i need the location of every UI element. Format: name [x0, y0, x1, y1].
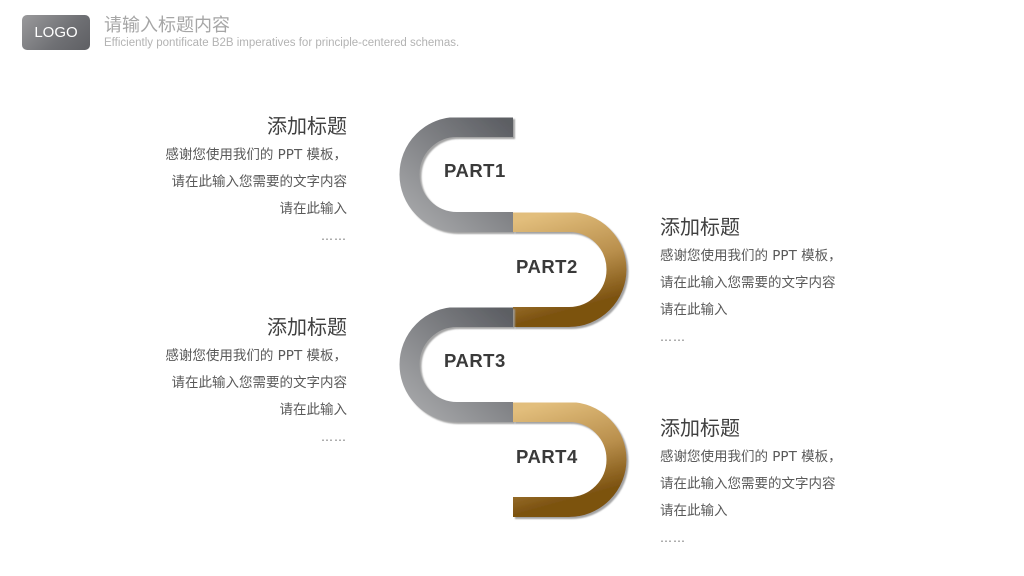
block-ellipsis: ……: [321, 430, 347, 444]
block-line: 请在此输入您需要的文字内容: [660, 275, 836, 291]
block-line: 请在此输入: [279, 402, 348, 418]
block-line: 感谢您使用我们的 PPT 模板，: [165, 147, 347, 163]
block-line: 感谢您使用我们的 PPT 模板，: [165, 348, 347, 364]
block-ellipsis: ……: [321, 229, 347, 243]
part2-label: PART2: [516, 256, 578, 277]
text-block-part1: 添加标题 感谢您使用我们的 PPT 模板， 请在此输入您需要的文字内容 请在此输…: [87, 112, 347, 250]
page-subtitle: Efficiently pontificate B2B imperatives …: [104, 37, 460, 49]
part1-label: PART1: [444, 160, 506, 181]
block-line: 请在此输入: [660, 302, 728, 318]
curve-segment-part3: [399, 307, 513, 422]
block-line: 请在此输入: [279, 201, 348, 217]
curve-segment-part2: [513, 212, 627, 327]
part3-label: PART3: [444, 350, 506, 371]
block-ellipsis: ……: [660, 330, 686, 344]
block-line: 感谢您使用我们的 PPT 模板，: [660, 248, 842, 264]
block-line: 请在此输入: [660, 503, 728, 519]
curve-segment-part1: [399, 117, 513, 232]
block-title: 添加标题: [660, 416, 740, 440]
text-block-part2: 添加标题 感谢您使用我们的 PPT 模板， 请在此输入您需要的文字内容 请在此输…: [660, 213, 920, 351]
text-block-part4: 添加标题 感谢您使用我们的 PPT 模板， 请在此输入您需要的文字内容 请在此输…: [660, 414, 920, 552]
logo: LOGO: [22, 15, 90, 50]
part4-label: PART4: [516, 446, 578, 467]
block-line: 请在此输入您需要的文字内容: [171, 174, 348, 190]
page-title: 请输入标题内容: [104, 15, 230, 36]
block-title: 添加标题: [660, 215, 740, 239]
block-title: 添加标题: [267, 315, 347, 339]
curve-segment-part4: [513, 402, 627, 517]
block-line: 请在此输入您需要的文字内容: [660, 476, 836, 492]
block-line: 感谢您使用我们的 PPT 模板，: [660, 449, 842, 465]
block-ellipsis: ……: [660, 531, 686, 545]
block-title: 添加标题: [267, 114, 347, 138]
block-line: 请在此输入您需要的文字内容: [171, 375, 348, 391]
text-block-part3: 添加标题 感谢您使用我们的 PPT 模板， 请在此输入您需要的文字内容 请在此输…: [87, 313, 347, 451]
